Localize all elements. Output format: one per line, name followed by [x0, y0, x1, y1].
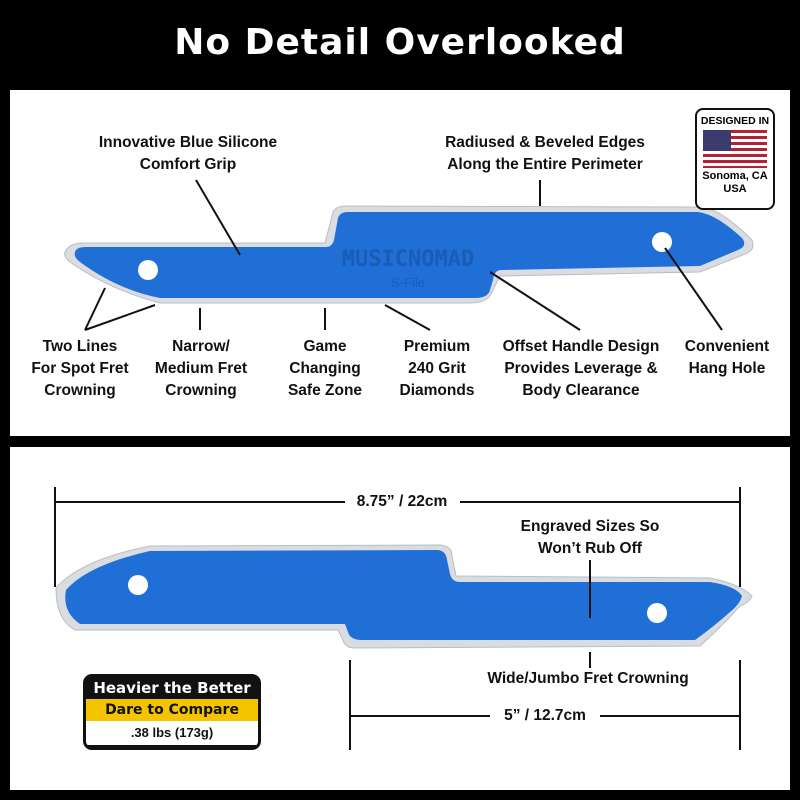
hang-hole-icon	[652, 232, 672, 252]
dimension-lines	[54, 487, 741, 750]
callout-narrow-medium: Narrow/ Medium Fret Crowning	[155, 336, 247, 402]
callout-comfort-grip: Innovative Blue Silicone Comfort Grip	[99, 132, 277, 176]
hang-hole-icon	[138, 260, 158, 280]
callout-text: Narrow/ Medium Fret Crowning	[154, 338, 248, 399]
engraved-sizes-label: Engraved Sizes So Won’t Rub Off	[520, 518, 660, 557]
callout-text: Radiused & Beveled Edges Along the Entir…	[445, 134, 645, 173]
engraving-brand: MUSICNOMAD	[342, 247, 474, 272]
designed-in-usa-badge: DESIGNED IN Sonoma, CA USA	[695, 108, 775, 210]
callout-text: Innovative Blue Silicone Comfort Grip	[98, 134, 278, 173]
callout-safe-zone: Game Changing Safe Zone	[288, 336, 362, 402]
file-bottom	[55, 544, 753, 649]
callout-hang-hole: Convenient Hang Hole	[685, 336, 769, 380]
weight-value: .38 lbs (173g)	[86, 721, 258, 745]
engraving-model: S-File	[391, 275, 425, 290]
file-bottom-blue-grip	[65, 550, 743, 640]
callout-text: Premium 240 Grit Diamonds	[399, 338, 475, 399]
callout-text: Offset Handle Design Provides Leverage &…	[502, 338, 660, 399]
weight-tagline: Dare to Compare	[86, 699, 258, 721]
weight-badge: Heavier the Better Dare to Compare .38 l…	[83, 674, 261, 750]
callout-text: Convenient Hang Hole	[684, 338, 770, 377]
handle-length-label: 5” / 12.7cm	[504, 707, 586, 724]
weight-heading: Heavier the Better	[93, 679, 251, 697]
total-length-label: 8.75” / 22cm	[356, 493, 448, 510]
file-top: MUSICNOMAD S-File	[64, 205, 754, 304]
callout-offset-handle: Offset Handle Design Provides Leverage &…	[503, 336, 660, 402]
callout-two-lines: Two Lines For Spot Fret Crowning	[31, 336, 128, 402]
callout-diamonds: Premium 240 Grit Diamonds	[400, 336, 475, 402]
callout-text: Game Changing Safe Zone	[287, 338, 363, 399]
badge-location: Sonoma, CA	[702, 170, 768, 182]
callout-beveled-edges: Radiused & Beveled Edges Along the Entir…	[445, 132, 645, 176]
page-title: No Detail Overlooked	[174, 22, 626, 63]
file-top-blue-grip	[74, 212, 745, 298]
hang-hole-icon	[647, 603, 667, 623]
callout-lines	[84, 179, 723, 331]
badge-country: USA	[723, 183, 747, 195]
badge-heading: DESIGNED IN	[700, 115, 770, 127]
us-flag-icon	[703, 130, 767, 168]
hang-hole-icon	[128, 575, 148, 595]
wide-jumbo-label: Wide/Jumbo Fret Crowning	[487, 670, 689, 687]
callout-text: Two Lines For Spot Fret Crowning	[31, 338, 129, 399]
